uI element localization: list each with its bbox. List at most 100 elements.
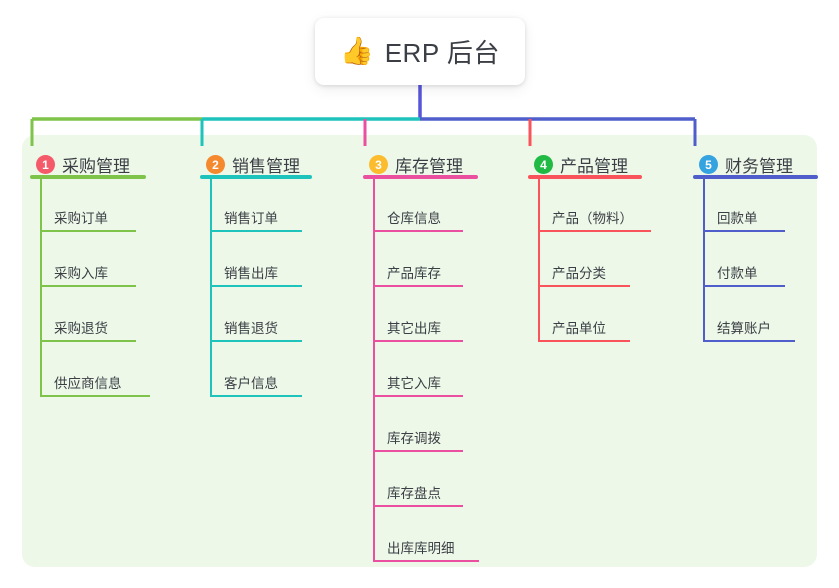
leaf-spine	[703, 287, 705, 342]
column-badge-5: 5	[699, 155, 718, 174]
leaf-underline	[40, 230, 136, 232]
leaf-spine	[538, 178, 540, 232]
leaf-underline	[210, 340, 302, 342]
leaf-spine	[210, 287, 212, 342]
column-underline-5	[693, 175, 818, 179]
leaf-label: 销售退货	[224, 321, 278, 336]
root-title: ERP 后台	[384, 38, 500, 68]
column-header-5[interactable]: 5 财务管理	[699, 152, 793, 177]
leaf-node[interactable]: 客户信息	[210, 342, 302, 397]
leaf-underline	[40, 285, 136, 287]
leaf-underline	[373, 505, 463, 507]
leaf-underline	[538, 340, 630, 342]
leaf-spine	[40, 232, 42, 287]
leaf-node[interactable]: 采购订单	[40, 178, 136, 232]
leaf-label: 供应商信息	[54, 376, 122, 391]
leaf-node[interactable]: 其它出库	[373, 287, 463, 342]
leaf-label: 采购退货	[54, 321, 108, 336]
leaf-node[interactable]: 付款单	[703, 232, 785, 287]
leaf-spine	[703, 232, 705, 287]
column-title-2: 销售管理	[232, 157, 300, 176]
leaf-label: 销售订单	[224, 211, 278, 226]
leaf-node[interactable]: 采购退货	[40, 287, 136, 342]
leaf-spine	[40, 342, 42, 397]
leaf-spine	[40, 287, 42, 342]
leaf-label: 客户信息	[224, 376, 278, 391]
leaf-underline	[538, 230, 651, 232]
leaf-label: 产品分类	[552, 266, 606, 281]
leaf-label: 出库库明细	[387, 541, 455, 556]
leaf-underline	[210, 230, 302, 232]
leaf-label: 产品单位	[552, 321, 606, 336]
leaf-node[interactable]: 其它入库	[373, 342, 463, 397]
leaf-underline	[373, 560, 479, 562]
leaf-underline	[538, 285, 630, 287]
leaf-spine	[538, 232, 540, 287]
leaf-spine	[373, 452, 375, 507]
leaf-spine	[373, 232, 375, 287]
leaf-spine	[703, 178, 705, 232]
leaf-label: 仓库信息	[387, 211, 441, 226]
leaf-underline	[373, 285, 463, 287]
leaf-underline	[373, 395, 463, 397]
leaf-label: 其它入库	[387, 376, 441, 391]
column-badge-4: 4	[534, 155, 553, 174]
leaf-node[interactable]: 产品（物料）	[538, 178, 651, 232]
leaf-spine	[373, 397, 375, 452]
leaf-node[interactable]: 采购入库	[40, 232, 136, 287]
leaf-underline	[373, 450, 463, 452]
leaf-underline	[703, 285, 785, 287]
column-underline-2	[200, 175, 312, 179]
leaf-label: 采购入库	[54, 266, 108, 281]
leaf-node[interactable]: 销售退货	[210, 287, 302, 342]
leaf-label: 库存调拨	[387, 431, 441, 446]
leaf-spine	[373, 507, 375, 562]
leaf-node[interactable]: 产品单位	[538, 287, 630, 342]
leaf-spine	[210, 232, 212, 287]
leaf-underline	[373, 230, 463, 232]
column-header-1[interactable]: 1 采购管理	[36, 152, 130, 177]
leaf-node[interactable]: 产品分类	[538, 232, 630, 287]
leaf-node[interactable]: 结算账户	[703, 287, 795, 342]
leaf-underline	[210, 395, 302, 397]
leaf-node[interactable]: 出库库明细	[373, 507, 479, 562]
leaf-node[interactable]: 库存盘点	[373, 452, 463, 507]
leaf-spine	[373, 287, 375, 342]
leaf-spine	[538, 287, 540, 342]
column-title-1: 采购管理	[62, 157, 130, 176]
column-badge-2: 2	[206, 155, 225, 174]
leaf-label: 产品库存	[387, 266, 441, 281]
leaf-node[interactable]: 回款单	[703, 178, 785, 232]
leaf-spine	[373, 342, 375, 397]
leaf-spine	[373, 178, 375, 232]
column-underline-1	[30, 175, 146, 179]
leaf-underline	[40, 340, 136, 342]
leaf-node[interactable]: 销售出库	[210, 232, 302, 287]
leaf-spine	[40, 178, 42, 232]
column-underline-3	[363, 175, 478, 179]
leaf-node[interactable]: 仓库信息	[373, 178, 463, 232]
leaf-node[interactable]: 销售订单	[210, 178, 302, 232]
column-title-5: 财务管理	[725, 157, 793, 176]
leaf-spine	[210, 342, 212, 397]
leaf-node[interactable]: 产品库存	[373, 232, 463, 287]
root-node[interactable]: 👍 ERP 后台	[315, 18, 525, 85]
diagram-panel	[22, 135, 817, 567]
leaf-spine	[210, 178, 212, 232]
leaf-label: 结算账户	[717, 321, 771, 336]
leaf-node[interactable]: 供应商信息	[40, 342, 150, 397]
column-badge-1: 1	[36, 155, 55, 174]
leaf-node[interactable]: 库存调拨	[373, 397, 463, 452]
leaf-underline	[40, 395, 150, 397]
leaf-label: 回款单	[717, 211, 758, 226]
leaf-underline	[703, 340, 795, 342]
column-header-2[interactable]: 2 销售管理	[206, 152, 300, 177]
column-underline-4	[528, 175, 642, 179]
column-header-3[interactable]: 3 库存管理	[369, 152, 463, 177]
leaf-label: 其它出库	[387, 321, 441, 336]
column-title-3: 库存管理	[395, 157, 463, 176]
leaf-label: 产品（物料）	[552, 211, 633, 226]
leaf-label: 库存盘点	[387, 486, 441, 501]
column-badge-3: 3	[369, 155, 388, 174]
